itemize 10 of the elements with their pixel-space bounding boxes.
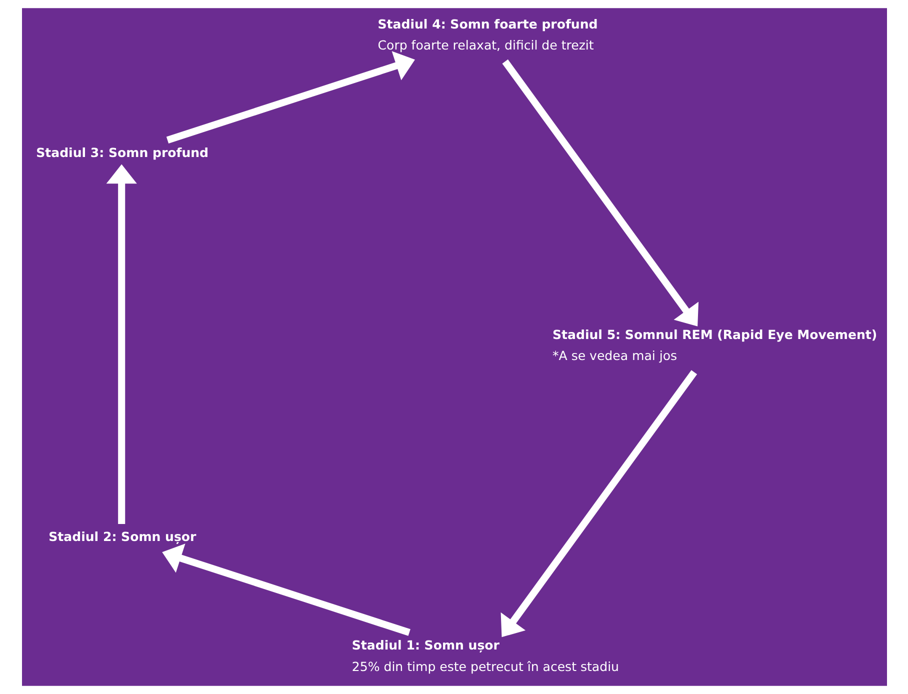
arrow [500, 370, 697, 638]
node-text: Stadiul 2: Somn ușor [48, 529, 196, 544]
arrow [502, 59, 698, 326]
node-text: Stadiul 5: Somnul REM (Rapid Eye Movement) *A se vedea mai jos [552, 327, 877, 364]
arrow [106, 164, 136, 524]
node-text: Stadiul 3: Somn profund [36, 145, 208, 160]
arrow [162, 544, 410, 636]
arrow [166, 51, 414, 144]
node-text: Stadiul 4: Somn foarte profund Corp foarte relaxat, dificil de trezit [377, 16, 598, 53]
node-text: Stadiul 1: Somn ușor 25% din timp este petrecut în acest stadiu [351, 638, 619, 674]
